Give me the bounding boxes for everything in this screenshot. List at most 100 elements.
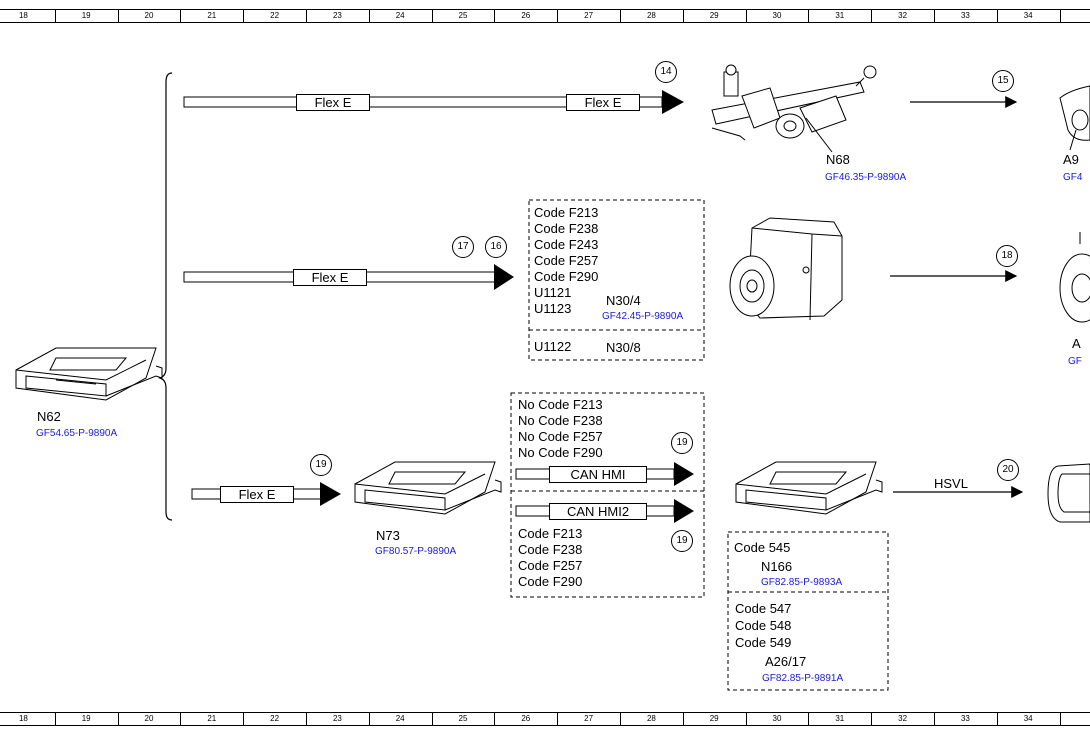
- ruler-cell: 27: [557, 713, 621, 725]
- code-item: U1123: [534, 301, 572, 316]
- ruler-cell: 25: [432, 10, 496, 22]
- ruler-cell: 24: [369, 713, 433, 725]
- n73-code-box: [510, 392, 705, 598]
- ruler-cell: 21: [180, 10, 245, 22]
- n166-ref-link[interactable]: GF82.85-P-9893A: [761, 577, 843, 588]
- n166-label: N166: [761, 559, 793, 574]
- steering-rack-icon: [711, 64, 877, 153]
- callout-19-a: 19: [310, 454, 332, 476]
- ruler-cell: 29: [683, 713, 747, 725]
- a9-ref-link[interactable]: GF4: [1063, 172, 1083, 183]
- ruler-cell: 23: [306, 10, 370, 22]
- code-item: Code F290: [534, 269, 599, 284]
- ruler-cell: 27: [557, 10, 621, 22]
- abs-unit-icon: [729, 217, 843, 321]
- callout-14: 14: [655, 61, 677, 83]
- code-item: Code F257: [518, 558, 583, 573]
- callout-19-b: 19: [671, 432, 693, 454]
- ruler-cell: 34: [997, 713, 1061, 725]
- code-item: Code F238: [518, 542, 583, 557]
- code-item: Code F213: [534, 205, 599, 220]
- n62-ref-link[interactable]: GF54.65-P-9890A: [36, 428, 118, 439]
- ruler-cell: 26: [494, 10, 559, 22]
- n73-ref-link[interactable]: GF80.57-P-9890A: [375, 546, 457, 557]
- code-item: Code F243: [534, 237, 599, 252]
- ruler-cell: 20: [118, 713, 182, 725]
- ruler-cell: 32: [871, 10, 935, 22]
- flex-e-line-1: [183, 90, 684, 114]
- code-item: Code 547: [735, 601, 792, 616]
- flex-e-label-3: Flex E: [293, 269, 367, 286]
- n166-code: Code 545: [734, 540, 791, 555]
- flex-e-label-2: Flex E: [566, 94, 640, 111]
- ruler-cell: 21: [180, 713, 245, 725]
- partial-component-a-icon: [1059, 232, 1090, 323]
- a9-label: A9: [1063, 152, 1079, 167]
- ruler-cell: 33: [934, 713, 998, 725]
- callout-18: 18: [996, 245, 1018, 267]
- n166-control-unit-icon: [735, 461, 883, 515]
- ruler-cell: 28: [620, 10, 684, 22]
- n73-label: N73: [376, 528, 400, 543]
- u1122-code: U1122: [534, 339, 572, 354]
- n30-4-ref-link[interactable]: GF42.45-P-9890A: [602, 311, 684, 322]
- n30-code-box: [528, 199, 705, 361]
- code-item: Code F257: [534, 253, 599, 268]
- n30-8-label: N30/8: [606, 340, 641, 355]
- n68-ref-link[interactable]: GF46.35-P-9890A: [825, 172, 907, 183]
- ruler-cell: 28: [620, 713, 684, 725]
- ruler-cell: 34: [997, 10, 1061, 22]
- n166-code-box: [727, 531, 889, 691]
- callout-15: 15: [992, 70, 1014, 92]
- ruler-cell: 22: [243, 10, 307, 22]
- no-code-list: No Code F213 No Code F238 No Code F257 N…: [518, 397, 603, 461]
- code-item: Code F213: [518, 526, 583, 541]
- n30-code-list: Code F213 Code F238 Code F243 Code F257 …: [534, 205, 598, 317]
- ruler-cell: 26: [494, 713, 559, 725]
- callout-16: 16: [485, 236, 507, 258]
- a-ref-link[interactable]: GF: [1068, 356, 1082, 367]
- ruler-cell: 29: [683, 10, 747, 22]
- a26-17-label: A26/17: [765, 654, 807, 669]
- ruler-cell: 18: [0, 713, 56, 725]
- branch-brace: [158, 72, 173, 521]
- code-item: No Code F257: [518, 429, 603, 444]
- ruler-cell: 23: [306, 713, 370, 725]
- code-item: Code F290: [518, 574, 583, 589]
- code-item: No Code F213: [518, 397, 603, 412]
- flex-e-label-4: Flex E: [220, 486, 294, 503]
- code-item: U1121: [534, 285, 572, 300]
- a-label: A: [1072, 336, 1081, 351]
- callout-17: 17: [452, 236, 474, 258]
- can-hmi-label: CAN HMI: [549, 466, 647, 483]
- ruler-cell: 19: [55, 713, 119, 725]
- partial-component-a9-icon: [1059, 85, 1090, 151]
- a26-17-ref-link[interactable]: GF82.85-P-9891A: [762, 673, 844, 684]
- n62-label: N62: [37, 409, 61, 424]
- partial-component-hsvl-icon: [1047, 463, 1090, 523]
- n73-control-unit-icon: [354, 461, 502, 515]
- code-item: Code F238: [534, 221, 599, 236]
- ruler-cell: 33: [934, 10, 998, 22]
- n30-4-label: N30/4: [606, 293, 641, 308]
- ruler-cell: 30: [746, 10, 810, 22]
- code-item: Code 548: [735, 618, 792, 633]
- can-hmi2-label: CAN HMI2: [549, 503, 647, 520]
- yes-code-list: Code F213 Code F238 Code F257 Code F290: [518, 526, 582, 590]
- ruler-cell: 18: [0, 10, 56, 22]
- ruler-cell: 20: [118, 10, 182, 22]
- ruler-cell: 24: [369, 10, 433, 22]
- code-item: No Code F238: [518, 413, 603, 428]
- callout-20: 20: [997, 459, 1019, 481]
- ruler-cell: 31: [808, 713, 873, 725]
- n68-label: N68: [826, 152, 850, 167]
- ruler-cell: 31: [808, 10, 873, 22]
- ruler-cell: 22: [243, 713, 307, 725]
- code-item: Code 549: [735, 635, 792, 650]
- a26-code-list: Code 547 Code 548 Code 549: [735, 600, 791, 651]
- ruler-cell: 25: [432, 713, 496, 725]
